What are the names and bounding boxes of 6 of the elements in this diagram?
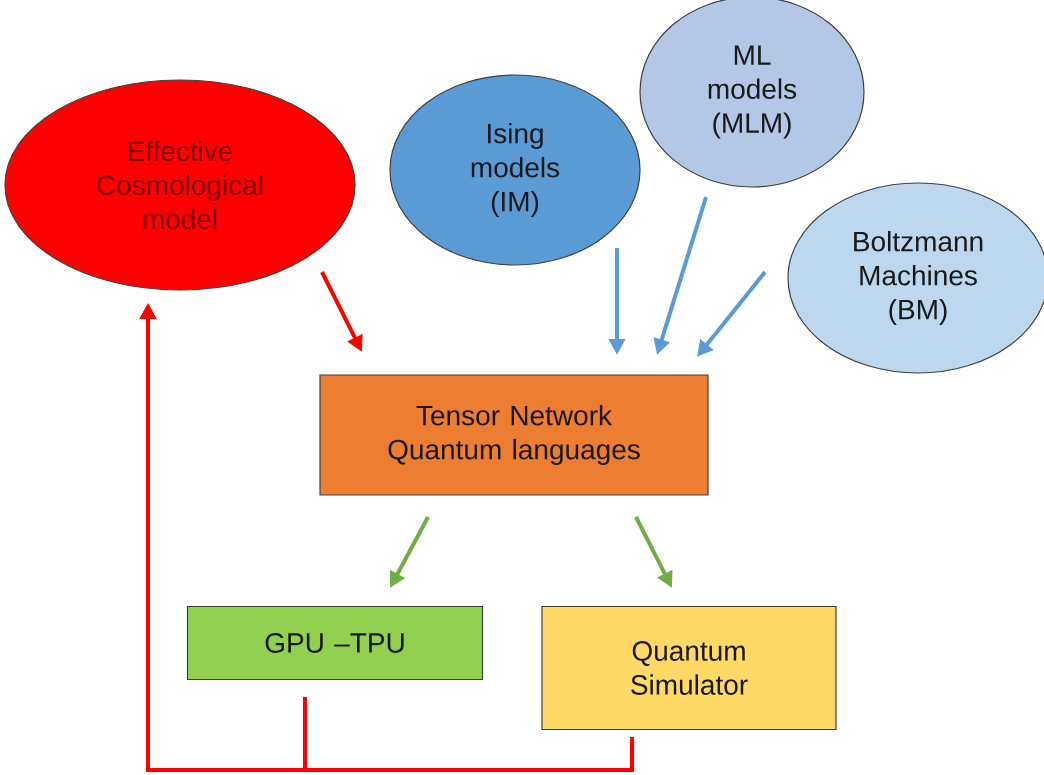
oval-node: Effective Cosmological model (4, 79, 356, 291)
oval-node: Ising models (IM) (389, 74, 641, 266)
process-box: GPU –TPU (186, 605, 484, 681)
process-box: Quantum Simulator (541, 605, 837, 731)
oval-node: Boltzmann Machines (BM) (787, 182, 1044, 374)
process-box: Tensor Network Quantum languages (319, 374, 709, 496)
